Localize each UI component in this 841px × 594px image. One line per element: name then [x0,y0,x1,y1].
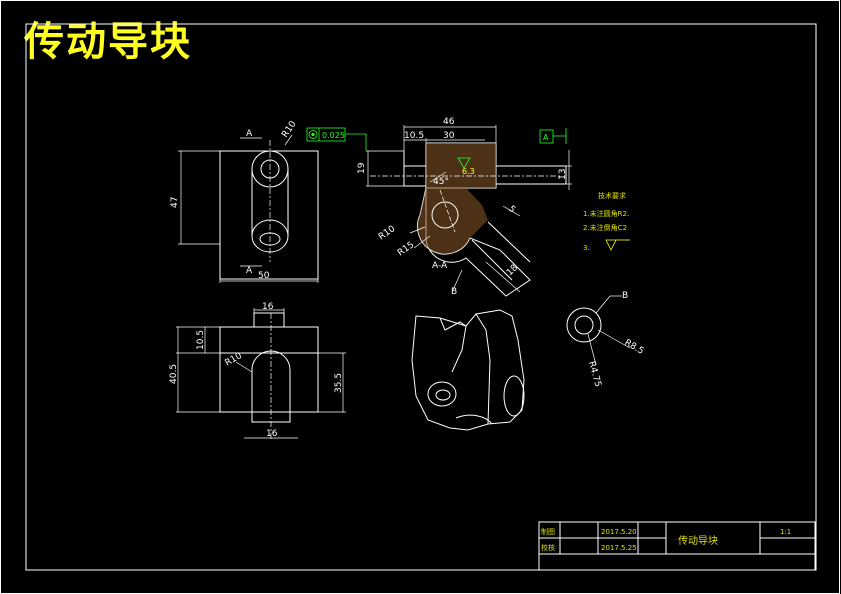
center-mark-label: 6.3 [462,167,475,176]
front-height-label: 47 [170,197,180,208]
inner-border [25,23,817,571]
side-r10-label: R10 [224,351,245,369]
angle-label: 45° [433,177,449,187]
dim-5-label: 5 [506,204,517,215]
right-height-label: 13 [558,169,568,180]
front-section-marker-bottom: A [246,266,253,276]
detail-r8-5-label: R8.5 [623,338,646,357]
dim-10-5: 10.5 [404,131,424,141]
datum-label: A [543,133,549,142]
drawn-date: 2017.5.20 [601,528,637,536]
section-view: 0.025 A 46 30 10.5 19 13 45° 6.3 R10 R15… [306,117,572,297]
detail-view-b: B R8.5 R4.75 [566,291,646,388]
side-bottom-label: 16 [266,429,278,439]
side-dim-40-5: 40.5 [169,364,179,384]
front-width-label: 50 [258,271,270,281]
tech-requirements: 技术要求 1.未注圆角R2. 2.未注倒角C2 3. [583,191,630,252]
section-r15-label: R15 [396,240,416,258]
side-dim-10-5: 10.5 [196,330,206,350]
title-block: 制图 2017.5.20 校核 2017.5.25 传动导块 1:1 [538,521,816,571]
front-section-marker-top: A [246,129,253,139]
left-height-label: 19 [357,162,367,174]
checked-date: 2017.5.25 [601,544,637,552]
tolerance-value: 0.025 [322,131,345,140]
detail-b-label: B [622,291,628,301]
part-name: 传动导块 [678,535,718,547]
dim-46: 46 [443,117,455,127]
side-dim-16: 16 [262,302,274,312]
side-view: 16 10.5 40.5 35.5 R10 16 [169,302,346,440]
isometric-view [411,309,525,431]
front-view: A A R10 47 50 [170,119,319,283]
detail-r4-75-label: R4.75 [586,360,602,388]
dim-30: 30 [443,131,455,141]
tech-heading: 技术要求 [598,191,626,200]
tech-item-2: 2.未注倒角C2 [583,223,627,232]
drawn-label: 制图 [541,527,555,536]
leader-b-label: B [451,287,457,297]
front-radius-label: R10 [280,119,299,139]
checked-label: 校核 [541,543,555,552]
side-dim-35-5: 35.5 [334,373,344,393]
tech-item-3: 3. [583,244,590,252]
section-a-a-label: A-A [432,261,448,271]
drawing-title: 传动导块 [24,19,192,65]
section-r10-label: R10 [377,224,397,243]
tech-item-1: 1.未注圆角R2. [583,209,629,218]
scale-value: 1:1 [780,528,791,536]
